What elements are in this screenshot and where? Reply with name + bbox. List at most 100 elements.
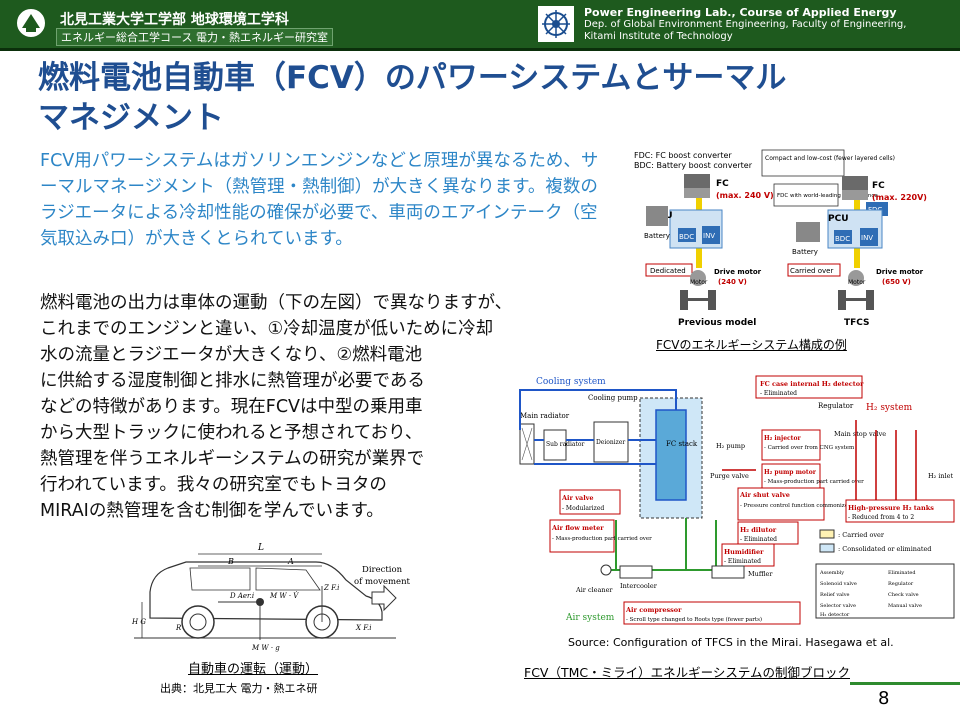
symbol-h2-detector: H₂ detector: [820, 612, 850, 618]
length-B: B: [227, 557, 234, 566]
vehicle-figure-source: 出典：北見工大 電力・熱エネ研: [160, 682, 318, 695]
drive-motor-right: Drive motor: [876, 268, 924, 276]
slide-title-line1: 燃料電池自動車（FCV）のパワーシステムとサーマル: [38, 60, 787, 96]
battery-left: Battery: [644, 232, 670, 240]
body-line: 水の流量とラジエータが大きくなり、②燃料電池: [40, 345, 423, 365]
direction-label: Direction: [362, 565, 403, 575]
university-logo-icon: [15, 7, 47, 39]
body-paragraph: 燃料電池の出力は車体の運動（下の左図）で異なりますが、 これまでのエンジンと違い…: [40, 290, 620, 524]
length-L: L: [257, 543, 264, 553]
height-label: H G: [131, 618, 146, 626]
university-name: 北見工業大学工学部 地球環境工学科: [60, 12, 289, 28]
lab-department: Dep. of Global Environment Engineering, …: [584, 19, 907, 30]
dedicated-label: Dedicated: [650, 267, 686, 275]
vehicle-figure-caption: 自動車の運転（運動）: [188, 662, 319, 677]
body-line: MIRAIの熱管理を含む制御を学んでいます。: [40, 501, 384, 521]
air-cleaner-label: Air cleaner: [575, 586, 613, 594]
symbol-relief: Relief valve: [820, 592, 850, 598]
battery-right: Battery: [792, 248, 818, 256]
note-compact: Compact and low-cost (fewer layered cell…: [765, 155, 895, 162]
cooling-pump-label: Cooling pump: [588, 394, 638, 402]
h2-pump-label: H₂ pump: [716, 442, 745, 450]
symbol-manual: Manual valve: [888, 603, 922, 609]
h2-injector-label: H₂ injector: [764, 435, 801, 442]
symbol-assembly: Assembly: [819, 570, 844, 576]
body-line: から大型トラックに使われると予想されており、: [40, 423, 423, 443]
lab-name: Power Engineering Lab., Course of Applie…: [584, 6, 897, 19]
previous-model-label: Previous model: [678, 318, 756, 328]
sub-radiator-label: Sub radiator: [546, 441, 585, 448]
h2-dilutor-note: - Eliminated: [740, 536, 777, 543]
motor-left: Motor: [690, 279, 708, 286]
cooling-figure-caption: FCV（TMC・ミライ）エネルギーシステムの制御ブロック: [524, 665, 850, 680]
air-flow-meter-note: - Mass-production part carried over: [552, 536, 652, 542]
h2-pump-motor-note: - Mass-production part carried over: [764, 479, 864, 485]
air-valve-label: Air valve: [561, 494, 594, 502]
weight-label: M W · g: [251, 644, 280, 652]
normal-force-label: Z F.i: [323, 584, 339, 592]
fc-left-max: (max. 240 V): [716, 191, 774, 200]
air-system-label: Air system: [565, 613, 615, 623]
body-line: に供給する湿度制御と排水に熱管理が必要である: [40, 371, 425, 391]
h2-system-label: H₂ system: [866, 403, 913, 413]
air-compressor-label: Air compressor: [625, 606, 682, 614]
lab-institute: Kitami Institute of Technology: [584, 31, 733, 42]
tfcs-label: TFCS: [844, 318, 870, 328]
fc-stack-label: FC stack: [666, 440, 698, 448]
purge-valve-label: Purge valve: [710, 472, 749, 480]
inv-right: INV: [861, 234, 873, 242]
humidifier-label: Humidifier: [724, 548, 764, 556]
symbol-selector: Selector valve: [820, 603, 856, 609]
deionizer-label: Deionizer: [596, 439, 625, 446]
page-number: 8: [878, 688, 890, 709]
h2-inlet-label: H₂ inlet: [928, 472, 954, 480]
pcu-right: PCU: [828, 214, 849, 224]
main-radiator-label: Main radiator: [520, 412, 570, 420]
body-line: これまでのエンジンと違い、①冷却温度が低いために冷却: [40, 319, 494, 339]
fcv-system-block-diagram: Cooling system Cooling pump Main radiato…: [516, 370, 960, 626]
humidifier-note: - Eliminated: [724, 558, 761, 565]
footer-accent-line: [850, 682, 960, 685]
power-figure-caption: FCVのエネルギーシステム構成の例: [656, 338, 847, 352]
air-shut-valve-note: - Pressure control function commonized: [740, 503, 852, 509]
symbol-solenoid: Solenoid valve: [820, 581, 857, 587]
length-A: A: [287, 557, 294, 566]
bdc-left: BDC: [679, 233, 694, 241]
of-movement-label: of movement: [354, 577, 411, 587]
motor-right: Motor: [848, 279, 866, 286]
symbol-eliminated: Eliminated: [888, 570, 916, 576]
carried-over-label: Carried over: [790, 267, 833, 275]
cooling-figure-source: Source: Configuration of TFCS in the Mir…: [568, 636, 894, 649]
fc-right-max: (max. 220V): [872, 193, 927, 202]
direction-arrow-icon: [371, 584, 397, 612]
h2-dilutor-label: H₂ dilutor: [740, 526, 777, 534]
cooling-system-label: Cooling system: [536, 377, 606, 387]
inv-left: INV: [703, 232, 715, 240]
muffler-label: Muffler: [748, 570, 773, 578]
fdc-legend: FDC: FC boost converter: [634, 151, 732, 160]
lab-logo-icon: [538, 6, 574, 42]
regulator-label: Regulator: [818, 402, 854, 410]
air-flow-meter-label: Air flow meter: [551, 524, 604, 532]
traction-force-label: X F.i: [355, 624, 371, 632]
v650-label: (650 V): [882, 278, 911, 286]
h2-pump-motor-label: H₂ pump motor: [764, 469, 817, 476]
hp-tanks-label: High-pressure H₂ tanks: [848, 504, 934, 512]
v240-label: (240 V): [718, 278, 747, 286]
course-name: エネルギー総合工学コース 電力・熱エネルギー研究室: [56, 28, 333, 46]
intro-paragraph: FCV用パワーシステムはガソリンエンジンなどと原理が異なるため、サーマルマネージ…: [40, 151, 599, 249]
symbol-regulator: Regulator: [888, 581, 914, 587]
drive-motor-left: Drive motor: [714, 268, 762, 276]
air-compressor-note: - Scroll type changed to Roots type (few…: [626, 616, 762, 623]
vehicle-motion-diagram: L B A D Aer.i M W · V̇ M W · g Z F.i X F…: [131, 543, 411, 652]
note-fdc: FDC with world-leading performance: [777, 193, 878, 199]
drag-force-label: D Aer.i: [229, 592, 254, 600]
main-stop-valve-label: Main stop valve: [834, 430, 886, 438]
body-line: などの特徴があります。現在FCVは中型の乗用車: [40, 397, 423, 417]
h2-injector-note: - Carried over from CNG system: [764, 445, 855, 451]
bdc-legend: BDC: Battery boost converter: [634, 161, 753, 170]
slide-title: 燃料電池自動車（FCV）のパワーシステムとサーマル マネジメント: [38, 58, 838, 138]
fc-right: FC: [872, 181, 885, 191]
inertia-label: M W · V̇: [269, 592, 299, 600]
legend-consolidated: : Consolidated or eliminated: [838, 545, 931, 553]
